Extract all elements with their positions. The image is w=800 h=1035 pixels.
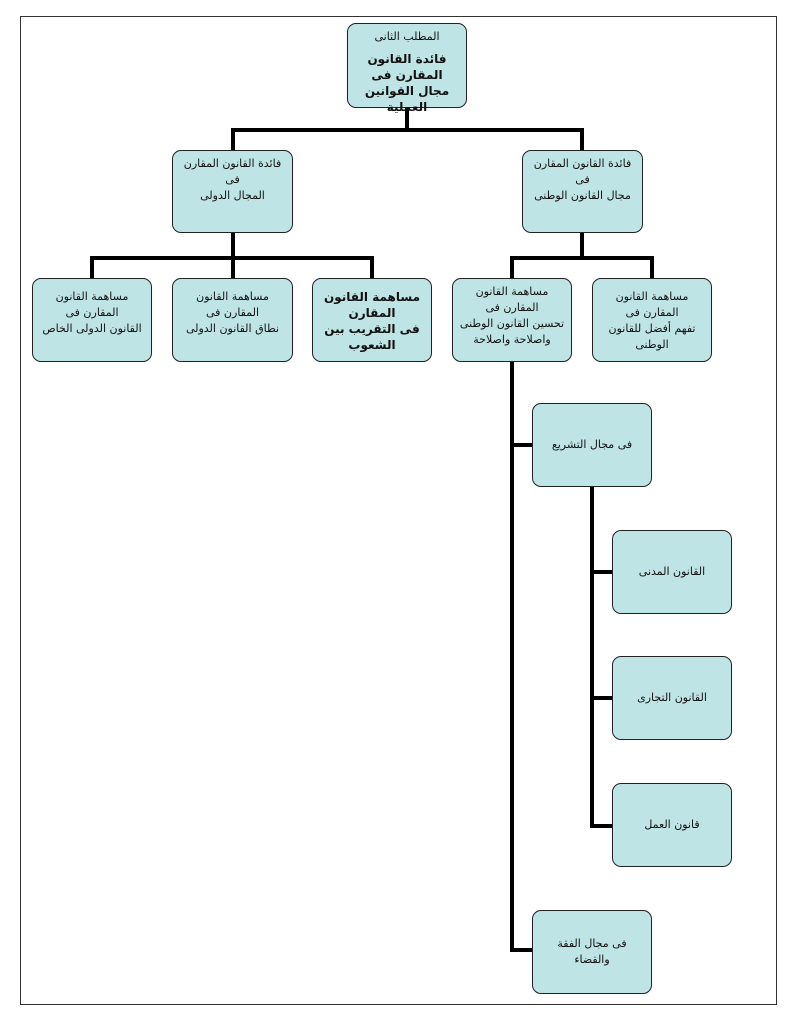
node-labor-law: قانون العمل [612, 783, 732, 867]
root-line1: المطلب الثانى [374, 30, 440, 43]
node-civil-law: القانون المدنى [612, 530, 732, 614]
private-intl-line2: القانون الدولى الخاص [42, 322, 142, 335]
national-line2: مجال القانون الوطنى [534, 189, 631, 202]
improve-line2: تحسين القانون الوطنى [459, 317, 565, 330]
node-international-law-scope: مساهمة القانون المقارن فى نطاق القانون ا… [172, 278, 293, 362]
node-bringing-peoples-closer: مساهمة القانون المقارن فى التقريب بين ال… [312, 278, 432, 362]
node-international-field: فائدة القانون المقارن فى المجال الدولى [172, 150, 293, 233]
root-node: المطلب الثانى فائدة القانون المقارن فى م… [347, 23, 467, 114]
root-line2: فائدة القانون المقارن فى [367, 52, 447, 82]
node-legislation-field: فى مجال التشريع [532, 403, 652, 487]
node-private-international-law: مساهمة القانون المقارن فى القانون الدولى… [32, 278, 152, 362]
peoples-line1: مساهمة القانون المقارن [324, 290, 420, 320]
node-commercial-law: القانون التجارى [612, 656, 732, 740]
understand-line2: تفهم أفضل للقانون الوطنى [608, 322, 696, 351]
node-jurisprudence-field: فى مجال الفقة والقضاء [532, 910, 652, 994]
commercial-label: القانون التجارى [637, 691, 707, 704]
understand-line1: مساهمة القانون المقارن فى [615, 290, 689, 319]
improve-line3: واصلاحة واصلاحة [473, 333, 551, 346]
node-improving-national-law: مساهمة القانون المقارن فى تحسين القانون … [452, 278, 572, 362]
national-line1: فائدة القانون المقارن فى [533, 157, 632, 186]
labor-label: قانون العمل [644, 818, 700, 831]
peoples-line2: فى التقريب بين الشعوب [324, 322, 420, 352]
node-national-field: فائدة القانون المقارن فى مجال القانون ال… [522, 150, 643, 233]
page-frame [20, 16, 777, 1005]
legislation-label: فى مجال التشريع [551, 438, 633, 451]
node-understanding-national-law: مساهمة القانون المقارن فى تفهم أفضل للقا… [592, 278, 712, 362]
jurisprudence-label: فى مجال الفقة والقضاء [557, 937, 627, 966]
improve-line1: مساهمة القانون المقارن فى [475, 285, 549, 314]
international-line1: فائدة القانون المقارن فى [183, 157, 282, 186]
civil-label: القانون المدنى [638, 565, 706, 578]
international-line2: المجال الدولى [200, 189, 265, 202]
root-line3: مجال القوانين العملية [364, 84, 450, 114]
private-intl-line1: مساهمة القانون المقارن فى [55, 290, 129, 319]
intl-scope-line2: نطاق القانون الدولى [185, 322, 280, 335]
intl-scope-line1: مساهمة القانون المقارن فى [196, 290, 269, 319]
